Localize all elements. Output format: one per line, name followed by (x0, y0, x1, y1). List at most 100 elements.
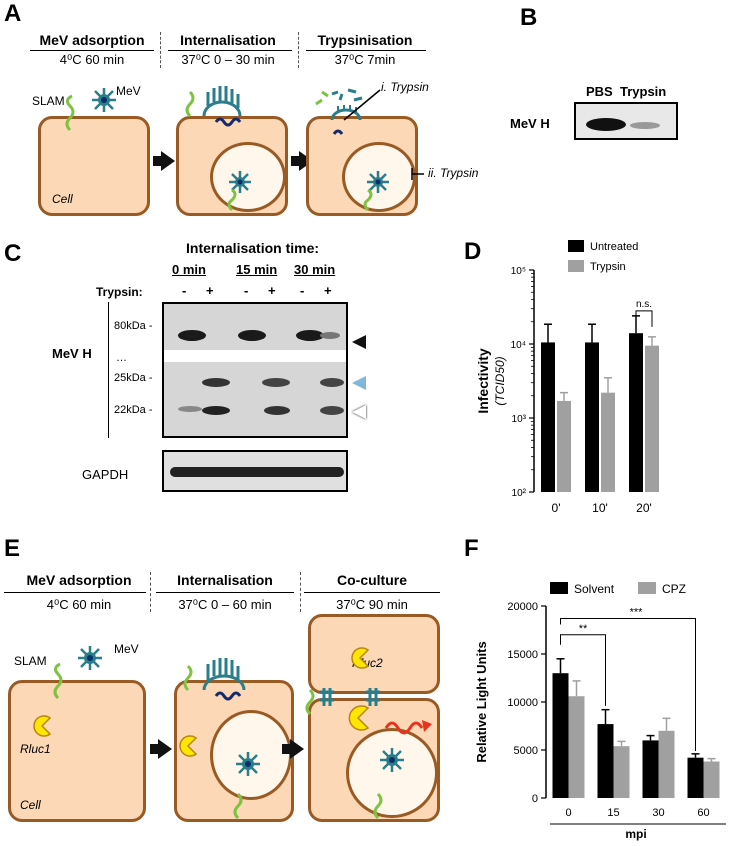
bracket-line (108, 302, 109, 438)
arrow-icon (291, 156, 301, 166)
divider (30, 50, 154, 51)
endosome (346, 728, 438, 818)
y-tick-label: 10³ (512, 414, 527, 425)
cell-1 (8, 680, 146, 822)
significance-label: *** (630, 606, 644, 618)
internalisation-time-title: Internalisation time: (186, 240, 320, 256)
bar (658, 730, 675, 798)
rluc-pacman-icon (33, 715, 52, 737)
bar (613, 746, 630, 798)
band (630, 122, 660, 129)
band (170, 467, 344, 477)
lane-trypsin: Trypsin (620, 84, 667, 99)
mev-virion-icon (65, 88, 116, 132)
ellipsis: … (116, 352, 127, 364)
marker-22kda: 22kDa - (114, 404, 153, 416)
rluc1-label: Rluc1 (20, 742, 51, 756)
significance-label: ** (579, 623, 588, 635)
y-tick-label: 10⁵ (511, 266, 526, 277)
bar (597, 724, 614, 798)
step-adsorption-title: MeV adsorption (26, 572, 132, 588)
y-tick-label: 20000 (507, 601, 538, 613)
step-adsorption-sub: 4⁰C 60 min (59, 52, 125, 67)
group-30min: 30 min (294, 262, 336, 277)
step-separator (160, 32, 161, 68)
gapdh-label: GAPDH (82, 467, 129, 482)
trypsin-row-label: Trypsin: (96, 285, 143, 299)
band (264, 406, 290, 415)
panel-c-label: C (4, 240, 22, 267)
internalising-virus-icon (179, 658, 260, 820)
band (262, 378, 290, 387)
mev-label: MeV (116, 84, 141, 98)
cell-label: Cell (20, 798, 41, 812)
panel-e-label: E (4, 535, 21, 562)
x-tick-label: 0' (552, 501, 561, 515)
divider (4, 592, 146, 593)
chart-d: 10²10³10⁴10⁵Infectivity(TCID50)0'10'20'U… (475, 240, 659, 515)
band (178, 406, 202, 412)
arrowhead-white-icon (352, 405, 366, 419)
legend-swatch (568, 240, 584, 252)
trypsin-ii-text: ii. Trypsin (428, 166, 479, 180)
sign: + (206, 283, 214, 298)
marker-25kda: 25kDa - (114, 372, 153, 384)
band (178, 330, 206, 341)
endosome (210, 142, 286, 212)
bar (601, 392, 615, 492)
y-axis-sublabel: (TCID50) (493, 356, 507, 405)
step-internalisation-title: Internalisation (177, 572, 273, 588)
x-tick-label: 60 (697, 807, 709, 819)
arrowhead-blue-icon (352, 376, 366, 390)
step-coculture-title: Co-culture (337, 572, 407, 588)
y-tick-label: 10000 (507, 697, 538, 709)
band (320, 378, 344, 387)
legend-swatch (550, 582, 568, 594)
significance-bracket (560, 617, 696, 751)
x-tick-label: 30 (652, 807, 664, 819)
divider (306, 50, 426, 51)
marker-80kda: 80kDa - (114, 320, 153, 332)
panel-a-label: A (4, 0, 22, 27)
mev-label: MeV (114, 642, 139, 656)
cell-label: Cell (52, 192, 73, 206)
bar (585, 342, 599, 492)
sign: + (268, 283, 276, 298)
blot-gap (164, 350, 346, 362)
step-adsorption-title: MeV adsorption (39, 32, 145, 48)
bar (557, 400, 571, 492)
legend-label: Trypsin (590, 261, 626, 273)
band (320, 332, 340, 339)
y-tick-label: 5000 (514, 745, 538, 757)
y-tick-label: 0 (532, 793, 538, 805)
blot-b (574, 102, 678, 140)
arrow-icon (282, 744, 292, 754)
step-trypsin-title: Trypsinisation (317, 32, 413, 48)
legend-swatch (638, 582, 656, 594)
sign: + (324, 283, 332, 298)
internalising-virus-icon (185, 86, 251, 212)
bar (687, 757, 704, 798)
x-tick-label: 20' (636, 501, 652, 515)
sign: - (182, 283, 187, 298)
step-internalisation-sub: 37⁰C 0 – 30 min (181, 52, 275, 67)
legend-label: Untreated (590, 241, 638, 253)
arrow-icon (290, 739, 304, 759)
arrow-icon (150, 744, 160, 754)
lane-pbs: PBS (586, 84, 613, 99)
row-label-mev-h: MeV H (510, 116, 550, 131)
band (202, 406, 230, 415)
significance-bracket (560, 634, 606, 706)
bar (552, 673, 569, 798)
y-axis-label: Relative Light Units (474, 641, 489, 762)
significance-bracket (635, 310, 653, 327)
pointer-line (343, 89, 381, 121)
arrow-icon (158, 739, 172, 759)
bar (629, 333, 643, 492)
bar (645, 345, 659, 492)
sign: - (244, 283, 249, 298)
step-separator (300, 572, 301, 612)
x-tick-label: 10' (592, 501, 608, 515)
bar (703, 761, 720, 798)
